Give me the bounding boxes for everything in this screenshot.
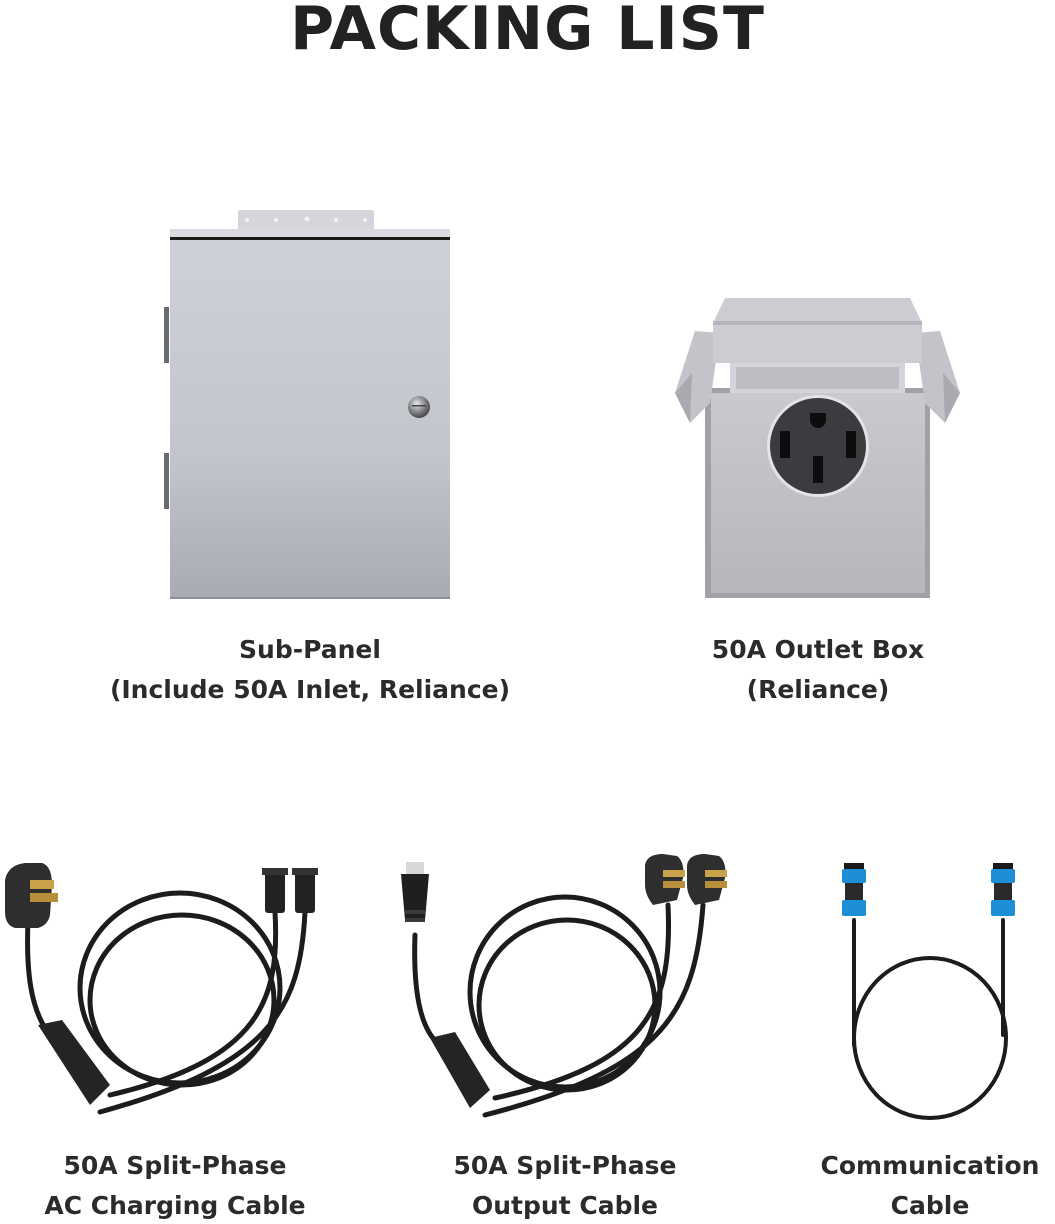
communication-cable-item	[820, 855, 1040, 1130]
communication-cable-caption: Communication Cable	[790, 1146, 1055, 1224]
outlet-box-caption-line2: (Reliance)	[746, 675, 890, 704]
outlet-box-caption-line1: 50A Outlet Box	[711, 635, 925, 664]
charging-cable-icon	[5, 863, 318, 1115]
sub-panel-caption-line2: (Include 50A Inlet, Reliance)	[109, 675, 511, 704]
output-cable-caption-line2: Output Cable	[472, 1191, 658, 1220]
charging-cable-caption-line2: AC Charging Cable	[44, 1191, 306, 1220]
outlet-box-caption: 50A Outlet Box (Reliance)	[668, 630, 968, 710]
page-title: PACKING LIST	[290, 0, 765, 64]
outlet-box-item	[670, 293, 965, 603]
sub-panel-caption: Sub-Panel (Include 50A Inlet, Reliance)	[60, 630, 560, 710]
sub-panel-caption-line1: Sub-Panel	[239, 635, 381, 664]
output-cable-caption: 50A Split-Phase Output Cable	[400, 1146, 730, 1224]
outlet-box-icon	[675, 298, 960, 598]
charging-cable-item	[0, 850, 360, 1140]
communication-cable-icon	[842, 863, 1015, 1120]
output-cable-item	[385, 850, 745, 1140]
sub-panel-item	[150, 205, 460, 605]
output-cable-caption-line1: 50A Split-Phase	[453, 1151, 677, 1180]
sub-panel-icon	[164, 210, 450, 599]
communication-cable-caption-line1: Communication	[820, 1151, 1040, 1180]
output-cable-icon	[401, 854, 727, 1118]
communication-cable-caption-line2: Cable	[890, 1191, 970, 1220]
charging-cable-caption-line1: 50A Split-Phase	[63, 1151, 287, 1180]
charging-cable-caption: 50A Split-Phase AC Charging Cable	[0, 1146, 350, 1224]
